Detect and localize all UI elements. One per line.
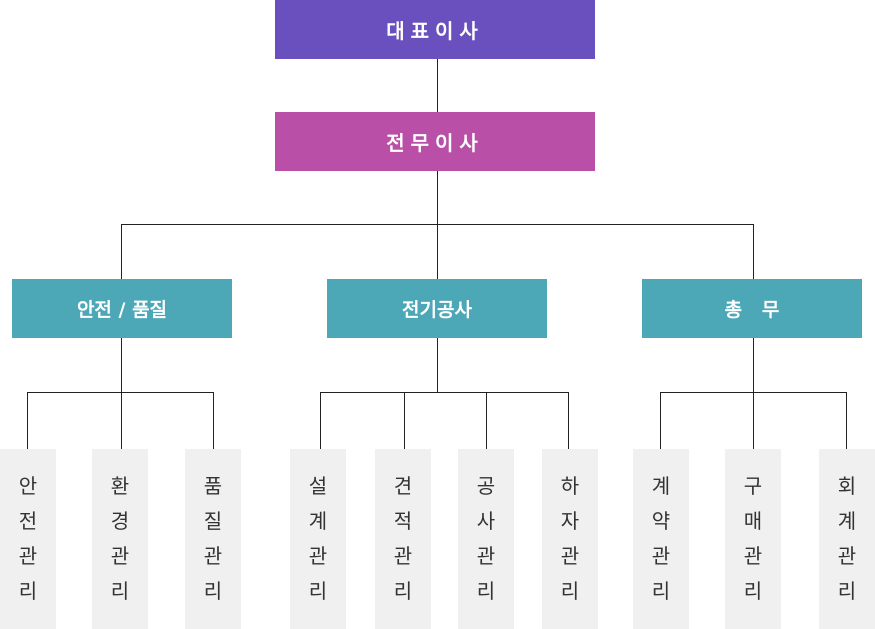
connector-division-2	[437, 224, 438, 279]
unit-char: 관	[837, 544, 857, 568]
unit-char: 질	[203, 509, 223, 533]
unit-safety-management: 안 전 관 리	[0, 449, 56, 629]
unit-char: 품	[203, 474, 223, 498]
unit-char: 리	[393, 579, 413, 603]
unit-char: 관	[393, 544, 413, 568]
connector-sq-1	[27, 392, 28, 449]
unit-char: 계	[837, 509, 857, 533]
connector-ga-1	[660, 392, 661, 449]
unit-char: 견	[393, 474, 413, 498]
connector-sq-3	[213, 392, 214, 449]
managing-director-box: 전무이사	[275, 112, 595, 171]
unit-char: 리	[743, 579, 763, 603]
unit-char: 매	[743, 509, 763, 533]
connector-division-3	[753, 224, 754, 279]
unit-char: 회	[837, 474, 857, 498]
unit-environment-management: 환 경 관 리	[92, 449, 148, 629]
division-safety-quality: 안전 / 품질	[12, 279, 232, 338]
unit-estimate-management: 견 적 관 리	[375, 449, 431, 629]
unit-char: 리	[476, 579, 496, 603]
unit-purchase-management: 구 매 관 리	[725, 449, 781, 629]
connector-ga-trunk	[753, 338, 754, 393]
unit-char: 관	[110, 544, 130, 568]
unit-char: 리	[560, 579, 580, 603]
connector-el-2	[404, 392, 405, 449]
unit-char: 관	[476, 544, 496, 568]
unit-char: 약	[651, 509, 671, 533]
connector-el-bar	[320, 392, 569, 393]
unit-char: 리	[837, 579, 857, 603]
unit-char: 하	[560, 474, 580, 498]
unit-char: 관	[308, 544, 328, 568]
unit-char: 공	[476, 474, 496, 498]
connector-sq-bar	[27, 392, 214, 393]
unit-char: 관	[18, 544, 38, 568]
connector-el-4	[568, 392, 569, 449]
division-electrical: 전기공사	[327, 279, 547, 338]
unit-char: 전	[18, 509, 38, 533]
unit-char: 환	[110, 474, 130, 498]
unit-char: 리	[110, 579, 130, 603]
unit-char: 관	[651, 544, 671, 568]
unit-char: 리	[18, 579, 38, 603]
connector-md-trunk	[437, 171, 438, 225]
connector-sq-2	[121, 392, 122, 449]
connector-el-3	[486, 392, 487, 449]
connector-el-1	[320, 392, 321, 449]
unit-char: 구	[743, 474, 763, 498]
connector-ceo-md	[437, 59, 438, 112]
unit-char: 경	[110, 509, 130, 533]
connector-el-trunk	[437, 338, 438, 393]
unit-defect-management: 하 자 관 리	[542, 449, 598, 629]
unit-char: 안	[18, 474, 38, 498]
connector-division-1	[121, 224, 122, 279]
unit-char: 관	[560, 544, 580, 568]
unit-char: 리	[203, 579, 223, 603]
unit-char: 사	[476, 509, 496, 533]
unit-char: 리	[308, 579, 328, 603]
connector-ga-2	[753, 392, 754, 449]
connector-sq-trunk	[121, 338, 122, 393]
unit-construction-management: 공 사 관 리	[458, 449, 514, 629]
unit-char: 자	[560, 509, 580, 533]
unit-char: 설	[308, 474, 328, 498]
division-general-affairs: 총 무	[642, 279, 862, 338]
unit-char: 관	[743, 544, 763, 568]
unit-char: 계	[651, 474, 671, 498]
unit-char: 리	[651, 579, 671, 603]
connector-ga-3	[846, 392, 847, 449]
unit-char: 관	[203, 544, 223, 568]
unit-design-management: 설 계 관 리	[290, 449, 346, 629]
unit-accounting-management: 회 계 관 리	[819, 449, 875, 629]
unit-char: 계	[308, 509, 328, 533]
unit-contract-management: 계 약 관 리	[633, 449, 689, 629]
unit-quality-management: 품 질 관 리	[185, 449, 241, 629]
ceo-box: 대표이사	[275, 0, 595, 59]
unit-char: 적	[393, 509, 413, 533]
